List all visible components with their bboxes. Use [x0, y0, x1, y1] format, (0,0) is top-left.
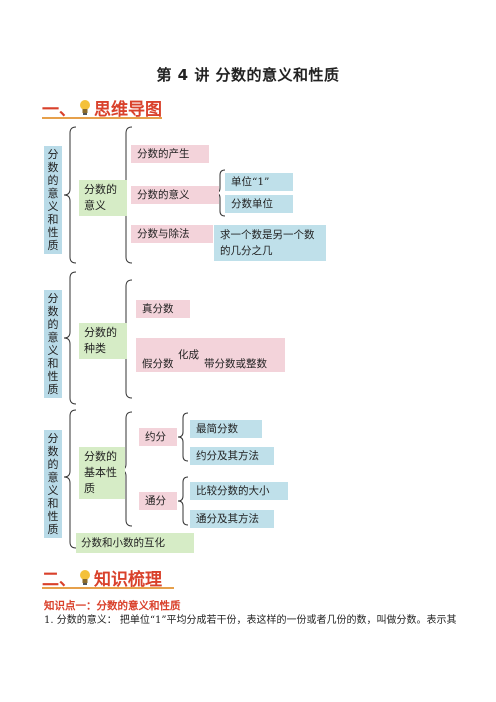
- section-number: 二、: [42, 570, 76, 590]
- leaf-division-note: 求一个数是另一个数的几分之几: [214, 225, 326, 261]
- leaf-fraction-unit: 分数单位: [225, 195, 293, 213]
- section-underline: [42, 587, 174, 589]
- root-node-group2: 分数的意义和性质: [44, 290, 62, 398]
- node-fraction-decimal: 分数和小数的互化: [76, 533, 194, 553]
- lightbulb-icon: [80, 99, 90, 115]
- item-improper-conversion: 假分数 化成 带分数或整数: [136, 338, 285, 372]
- section-label: 思维导图: [94, 100, 162, 120]
- item-proper-fraction: 真分数: [136, 300, 190, 318]
- section-heading-knowledge: 二、 知识梳理: [42, 565, 162, 590]
- root-node-group1: 分数的意义和性质: [44, 146, 62, 254]
- improper-fraction-label: 假分数: [142, 358, 174, 370]
- node-fraction-types: 分数的种类: [79, 323, 127, 359]
- mixed-number-label: 带分数或整数: [204, 358, 267, 370]
- node-basic-property: 分数的基本性质: [79, 447, 125, 499]
- leaf-unit-one: 单位“1”: [225, 173, 293, 191]
- node-fraction-meaning: 分数的意义: [79, 180, 127, 216]
- section-label: 知识梳理: [94, 570, 162, 590]
- knowledge-point-text: 1. 分数的意义： 把单位“1”平均分成若干份，表这样的一份或者几份的数，叫做分…: [44, 615, 457, 626]
- leaf-reduce-method: 约分及其方法: [190, 447, 274, 465]
- knowledge-point-heading: 知识点一：分数的意义和性质: [44, 600, 181, 612]
- item-fraction-origin: 分数的产生: [131, 145, 209, 163]
- section-underline: [42, 117, 162, 119]
- section-heading-mind-map: 一、 思维导图: [42, 95, 162, 120]
- leaf-compare-fractions: 比较分数的大小: [190, 482, 288, 500]
- item-common-denominator: 通分: [139, 492, 177, 510]
- section-number: 一、: [42, 100, 76, 120]
- page-title: 第 4 讲 分数的意义和性质: [156, 66, 340, 84]
- leaf-simplest-fraction: 最简分数: [190, 420, 262, 438]
- item-fraction-meaning: 分数的意义: [131, 186, 219, 204]
- arrow-label: 化成: [178, 349, 199, 361]
- item-fraction-division: 分数与除法: [131, 225, 213, 243]
- item-reduce: 约分: [139, 428, 177, 446]
- leaf-common-method: 通分及其方法: [190, 510, 274, 528]
- lightbulb-icon: [80, 569, 90, 585]
- root-node-group3: 分数的意义和性质: [44, 430, 62, 538]
